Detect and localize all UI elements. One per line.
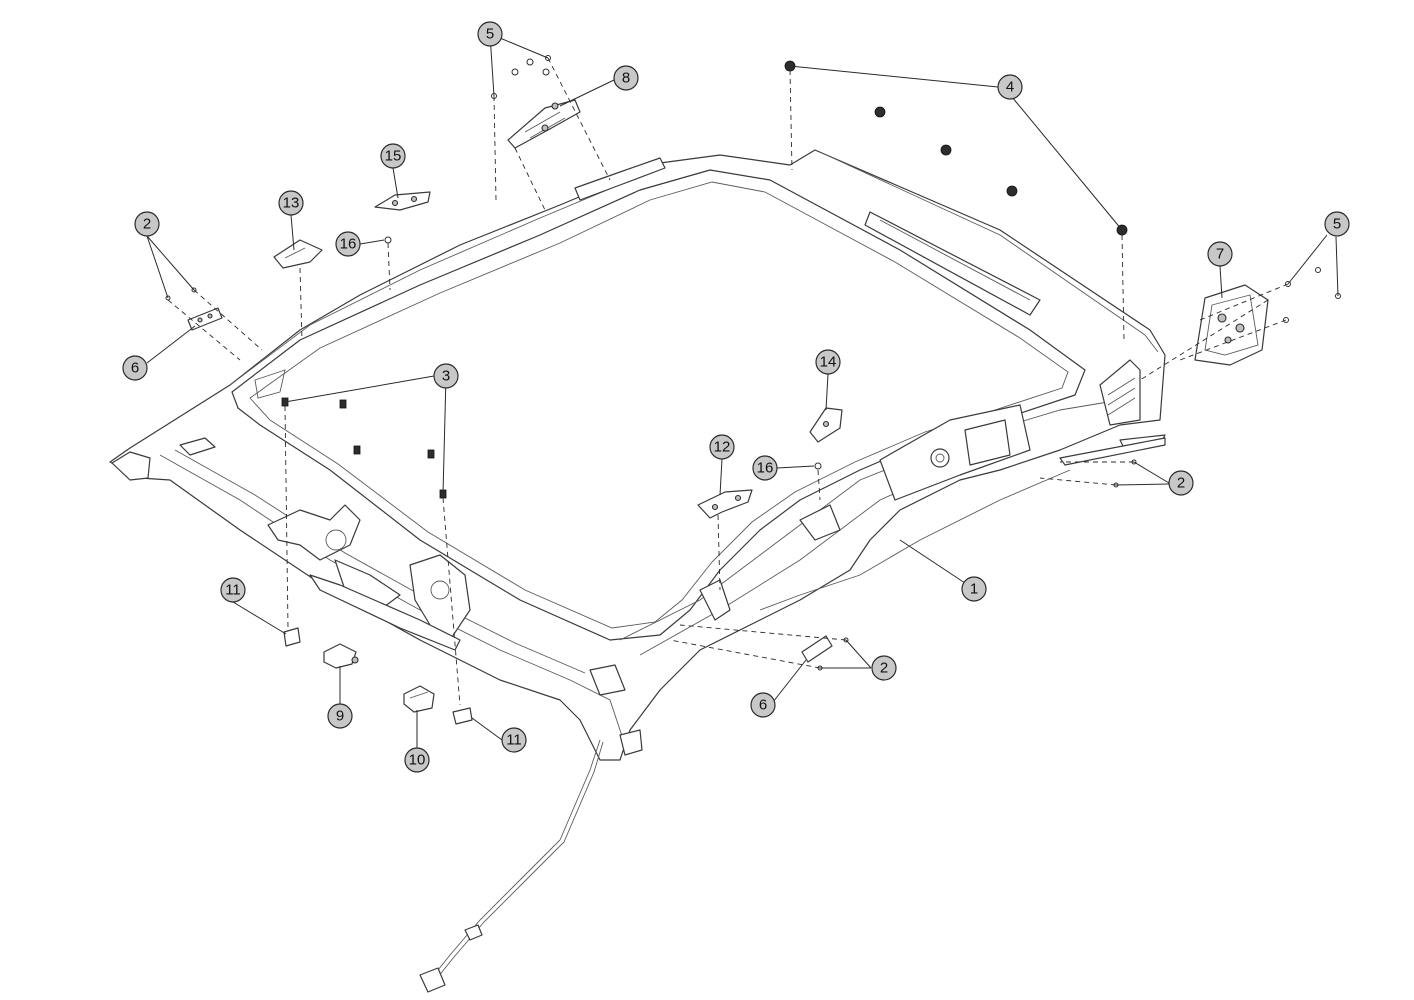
callout-1: 1 (961, 576, 987, 602)
callout-2-left: 2 (134, 211, 160, 237)
alignment-lines (167, 57, 1289, 706)
callout-label: 12 (714, 439, 731, 456)
callout-14: 14 (815, 349, 841, 375)
callout-6-left: 6 (122, 355, 148, 381)
callout-11-left: 11 (220, 577, 246, 603)
callout-10: 10 (404, 747, 430, 773)
part-8-bracket (507, 99, 581, 149)
callout-label: 2 (880, 660, 888, 677)
callout-2-right: 2 (1168, 470, 1194, 496)
part-9-switch (323, 643, 359, 669)
part-13-bracket (273, 239, 323, 269)
part-14-bracket (809, 407, 843, 443)
callout-label: 15 (385, 148, 402, 165)
callout-2-bottom: 2 (871, 655, 897, 681)
callout-label: 13 (283, 195, 300, 212)
callout-label: 4 (1006, 79, 1014, 96)
callout-label: 14 (820, 354, 837, 371)
callout-13: 13 (278, 190, 304, 216)
part-15-bracket (374, 191, 431, 211)
callout-6-bottom: 6 (750, 692, 776, 718)
part-12-bracket (697, 489, 753, 519)
leader-lines (146, 33, 1339, 748)
callout-7: 7 (1207, 241, 1233, 267)
callout-16-mid: 16 (752, 455, 778, 481)
screws-2-left (165, 287, 197, 301)
part-7-module (1194, 284, 1269, 366)
callout-5-top: 5 (477, 21, 503, 47)
callout-label: 16 (757, 460, 774, 477)
screws-5-top (491, 55, 551, 99)
callout-3: 3 (433, 363, 459, 389)
callout-label: 10 (409, 752, 426, 769)
callout-4: 4 (997, 74, 1023, 100)
callout-9: 9 (327, 703, 353, 729)
callout-label: 16 (340, 236, 357, 253)
part-11-bottom-clip (452, 707, 473, 725)
callout-11-bottom: 11 (501, 727, 527, 753)
callout-label: 1 (970, 581, 978, 598)
callout-label: 9 (336, 708, 344, 725)
callout-16-top: 16 (335, 231, 361, 257)
callout-label: 6 (759, 697, 767, 714)
part-6-bottom-clip (801, 635, 833, 663)
callout-label: 7 (1216, 246, 1224, 263)
callout-5-right: 5 (1324, 211, 1350, 237)
headliner-panel (109, 149, 1166, 993)
callout-label: 11 (506, 732, 522, 749)
callout-label: 5 (486, 26, 494, 43)
callout-label: 6 (131, 360, 139, 377)
screws-5-right (1283, 267, 1341, 323)
callout-label: 11 (225, 582, 241, 599)
part-11-left-clip (283, 627, 301, 647)
part-6-left-clip (187, 307, 223, 331)
part-10-lamp (403, 685, 435, 713)
callout-label: 2 (143, 216, 151, 233)
callout-label: 5 (1333, 216, 1341, 233)
callout-12: 12 (709, 434, 735, 460)
callout-label: 8 (622, 70, 630, 87)
callout-8: 8 (613, 65, 639, 91)
callout-label: 2 (1177, 475, 1185, 492)
callout-label: 3 (442, 368, 450, 385)
callout-15: 15 (380, 143, 406, 169)
